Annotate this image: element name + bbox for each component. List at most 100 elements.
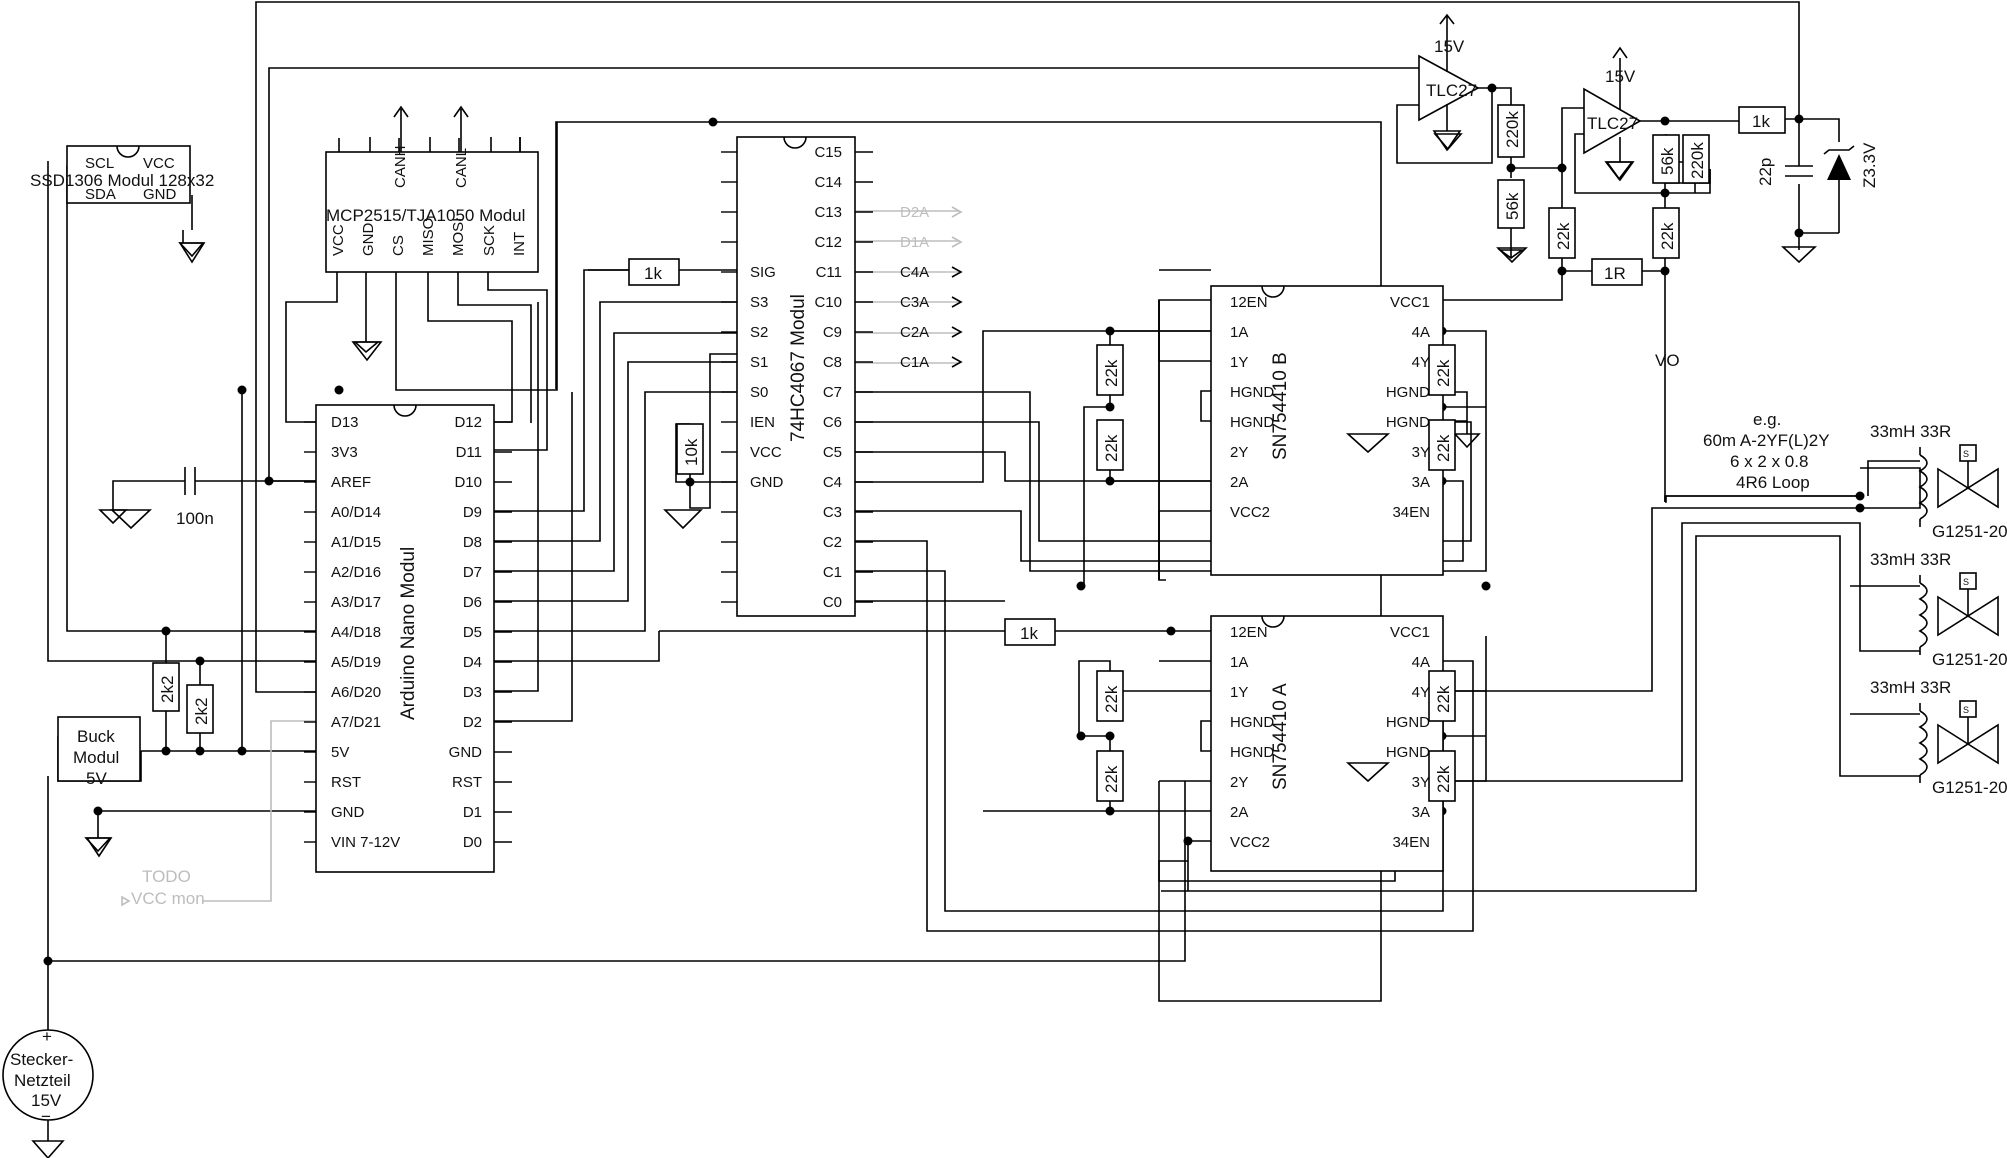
oled-pin-gnd: GND bbox=[143, 186, 177, 203]
drv_a-right-pin: 3Y bbox=[1412, 774, 1430, 791]
drv_b-left-pin: HGND bbox=[1230, 384, 1274, 401]
can-pin-vcc: VCC bbox=[330, 224, 347, 256]
nano-right-pin: D2 bbox=[463, 714, 482, 731]
nano-left-pin: RST bbox=[331, 774, 361, 791]
drv_b-left-pin: 2Y bbox=[1230, 444, 1248, 461]
mux-left-pin: S0 bbox=[750, 384, 768, 401]
valve-coil-label: 33mH 33R bbox=[1870, 550, 1951, 569]
resistor-out-1k: 1k bbox=[1752, 112, 1770, 131]
mux-right-pin: C14 bbox=[814, 174, 842, 191]
nano-left-pin: A5/D19 bbox=[331, 654, 381, 671]
drv_a-left-pin: HGND bbox=[1230, 744, 1274, 761]
mux-right-pin: C7 bbox=[823, 384, 842, 401]
resistor-div2-22k: 22k bbox=[1658, 222, 1677, 250]
coil-icon bbox=[1918, 710, 1928, 776]
coil-icon bbox=[1918, 582, 1928, 648]
drv_b-left-pin: HGND bbox=[1230, 414, 1274, 431]
resistor-b3: 22k bbox=[1434, 359, 1453, 387]
cable-note: e.g. 60m A-2YF(L)2Y 6 x 2 x 0.8 4R6 Loop bbox=[1703, 410, 1830, 492]
drv_a-right-pin: 34EN bbox=[1392, 834, 1430, 851]
capacitor-out-label: 22p bbox=[1756, 158, 1775, 186]
resistor-fb2a-56k: 56k bbox=[1658, 147, 1677, 175]
mux-right-pin: C12 bbox=[814, 234, 842, 251]
mux-left-pin: S2 bbox=[750, 324, 768, 341]
drv_a-right-pin: 4A bbox=[1412, 654, 1430, 671]
resistor-b2: 22k bbox=[1102, 434, 1121, 462]
nano-right-pin: D11 bbox=[456, 444, 482, 461]
drv_a-left-pin: 1Y bbox=[1230, 684, 1248, 701]
drv_a-right-pin: 3A bbox=[1412, 804, 1430, 821]
arduino-nano-module: D133V3AREFA0/D14A1/D15A2/D16A3/D17A4/D18… bbox=[304, 404, 512, 873]
resistor-fb2b-220k: 220k bbox=[1688, 142, 1707, 179]
resistor-div1-56k: 56k bbox=[1503, 192, 1522, 220]
psu-line-3: 15V bbox=[31, 1091, 62, 1110]
drv_a-left-pin: 1A bbox=[1230, 654, 1248, 671]
can-pin-int: INT bbox=[511, 232, 528, 256]
opamp-2-supply: 15V bbox=[1605, 67, 1636, 86]
mux-right-pin: C0 bbox=[823, 594, 842, 611]
nano-right-pin: D9 bbox=[463, 504, 482, 521]
can-pin-gnd: GND bbox=[360, 223, 377, 257]
oled-pin-vcc: VCC bbox=[143, 155, 175, 172]
resistors-horizontal: 1k 1k 1R 1k bbox=[628, 106, 1786, 646]
resistor-in2-22k: 22k bbox=[1554, 222, 1573, 250]
can-module: MCP2515/TJA1050 Modul VCC GND CS MISO MO… bbox=[325, 105, 539, 273]
drv_a-right-pin: HGND bbox=[1386, 744, 1430, 761]
mux-output-label: C4A bbox=[900, 264, 929, 281]
nano-left-pin: A1/D15 bbox=[331, 534, 381, 551]
buck-module: Buck Modul 5V bbox=[57, 716, 141, 788]
nano-right-pin: D10 bbox=[454, 474, 482, 491]
solenoid-icon-label: S bbox=[1963, 705, 1969, 715]
resistor-a1: 22k bbox=[1102, 685, 1121, 713]
opamp-2: TLC27 15V bbox=[1583, 46, 1642, 182]
todo-line-1: TODO bbox=[142, 867, 191, 886]
valve-model: G1251-20 bbox=[1932, 650, 2007, 669]
mux-output-arrow bbox=[951, 206, 963, 218]
junction-dots bbox=[43, 83, 1865, 966]
mux-left-pin: GND bbox=[750, 474, 784, 491]
solenoid-icon-label: S bbox=[1963, 449, 1969, 459]
mux-right-pin: C6 bbox=[823, 414, 842, 431]
mux-left-pin: VCC bbox=[750, 444, 782, 461]
resistor-mux-10k: 10k bbox=[682, 438, 701, 466]
nano-right-pin: D0 bbox=[463, 834, 482, 851]
oled-title: SSD1306 Modul 128x32 bbox=[30, 171, 214, 190]
nano-right-pin: D6 bbox=[463, 594, 482, 611]
drv_b-right-pin: 4Y bbox=[1412, 354, 1430, 371]
resistors: 10k 2k2 2k2 22k 22k 22k 22k 22k 22k 22k … bbox=[152, 104, 1710, 802]
drv_b-right-pin: 3A bbox=[1412, 474, 1430, 491]
mux-right-pin: C3 bbox=[823, 504, 842, 521]
drv_b-right-pin: VCC1 bbox=[1390, 294, 1430, 311]
drv_b-left-pin: 1A bbox=[1230, 324, 1248, 341]
mux-right-pin: C15 bbox=[814, 144, 842, 161]
nano-left-pin: A3/D17 bbox=[331, 594, 381, 611]
buck-line-1: Buck bbox=[77, 727, 115, 746]
drv_a-left-pin: 2Y bbox=[1230, 774, 1248, 791]
drv_b-right-pin: 34EN bbox=[1392, 504, 1430, 521]
opamp-2-name: TLC27 bbox=[1587, 114, 1638, 133]
psu-line-1: Stecker- bbox=[10, 1050, 73, 1069]
cable-note-4: 4R6 Loop bbox=[1736, 473, 1810, 492]
mux-left-pin: S1 bbox=[750, 354, 768, 371]
drv_a-right-pin: 4Y bbox=[1412, 684, 1430, 701]
nano-left-pin: 5V bbox=[331, 744, 349, 761]
valve-icon bbox=[1937, 595, 1999, 637]
mux-output-arrow bbox=[951, 356, 963, 368]
drv_b-right-pin: 3Y bbox=[1412, 444, 1430, 461]
driver-b-title: SN754410 B bbox=[1270, 352, 1291, 460]
resistor-i2c-scl: 2k2 bbox=[158, 676, 177, 703]
vo-label: VO bbox=[1655, 351, 1680, 370]
nano-right-pin: D5 bbox=[463, 624, 482, 641]
can-pin-miso: MISO bbox=[420, 218, 437, 256]
resistor-sig-1k: 1k bbox=[644, 264, 662, 283]
todo-line-2: VCC mon bbox=[131, 889, 205, 908]
can-pin-mosi: MOSI bbox=[450, 218, 467, 256]
resistor-sense-1r: 1R bbox=[1604, 264, 1626, 283]
mux-output-label: C3A bbox=[900, 294, 929, 311]
nano-right-pin: GND bbox=[449, 744, 483, 761]
valve-coil-label: 33mH 33R bbox=[1870, 678, 1951, 697]
